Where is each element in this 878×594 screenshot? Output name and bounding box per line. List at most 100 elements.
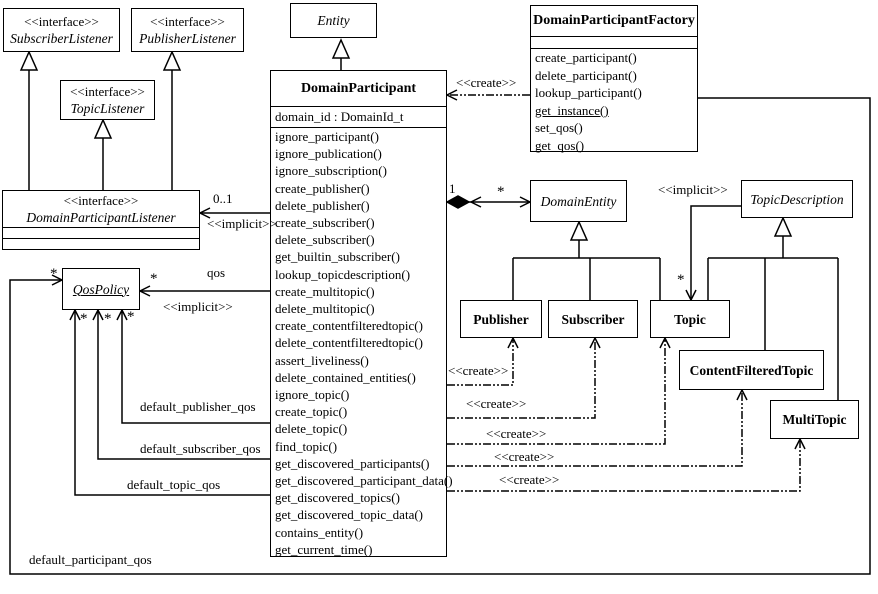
multiplicity-many-implicit-topic: * [677,272,685,288]
method-item: create_participant() [535,50,637,65]
class-name: DomainEntity [540,193,617,209]
class-name: Publisher [473,311,529,327]
association-implicit-topic [685,205,741,302]
method-item: get_discovered_participant_data() [275,473,453,489]
association-listener [198,207,270,219]
class-topic: Topic [650,300,730,338]
multiplicity-many-topic-qos: * [80,311,88,327]
create-stereotype-cft: <<create>> [494,449,555,464]
generalization-domainentity-tree [512,220,661,300]
attributes-compartment [3,227,199,238]
class-name: PublisherListener [139,30,236,46]
multiplicity-many-subscriber-qos: * [104,311,112,327]
association-qos [138,285,270,297]
association-default-topic-qos [69,308,270,496]
multiplicity-one: 1 [449,181,456,196]
class-name: QosPolicy [72,281,130,297]
method-item: delete_topic() [275,421,348,437]
method-item: create_multitopic() [275,283,375,299]
class-name: DomainParticipant [300,80,417,96]
association-default-publisher-qos [116,308,270,424]
method-item: delete_subscriber() [275,232,375,248]
role-label-default-topic-qos: default_topic_qos [127,477,221,492]
class-name: Subscriber [561,311,625,327]
class-qos-policy: QosPolicy [62,268,140,310]
method-item: ignore_participant() [275,129,379,144]
multiplicity-many-participant-qos: * [50,266,58,282]
stereotype-label: <<interface>> [63,192,139,208]
method-item: assert_liveliness() [275,352,369,368]
multiplicity-many-qos: * [150,271,158,287]
create-stereotype-factory: <<create>> [456,75,517,90]
class-domain-participant-factory: DomainParticipantFactory create_particip… [530,5,698,153]
role-label-qos: qos [207,265,226,280]
class-name: Entity [317,13,350,28]
class-name: SubscriberListener [10,30,113,46]
class-publisher: Publisher [460,300,542,338]
class-domain-participant: DomainParticipant domain_id : DomainId_t… [270,70,453,557]
class-name: TopicDescription [750,191,844,207]
method-item: create_publisher() [275,180,370,196]
method-item: ignore_subscription() [275,163,387,179]
class-name: MultiTopic [782,412,847,427]
class-name: DomainParticipantFactory [533,13,695,28]
method-item: delete_publisher() [275,197,370,213]
class-domain-participant-listener: <<interface>> DomainParticipantListener [2,190,200,250]
method-item: set_qos() [535,120,583,135]
attributes-compartment: domain_id : DomainId_t [271,106,446,127]
class-multi-topic: MultiTopic [770,400,859,439]
method-item: create_topic() [275,404,348,420]
method-item: contains_entity() [275,524,364,540]
class-name: TopicListener [70,100,145,116]
method-item: lookup_topicdescription() [275,266,411,282]
method-item: create_subscriber() [275,215,375,231]
class-content-filtered-topic: ContentFilteredTopic [679,350,824,390]
create-stereotype-publisher: <<create>> [448,363,509,378]
method-item: ignore_topic() [275,387,350,403]
method-item: delete_multitopic() [275,301,375,317]
class-name: Topic [674,311,706,327]
multiplicity-many-domainentity: * [497,184,505,200]
method-item: delete_participant() [535,67,637,83]
generalization-topicdescription-tree [707,216,839,400]
method-item: get_discovered_topic_data() [275,507,423,523]
role-label-default-publisher-qos: default_publisher_qos [140,399,256,414]
implicit-stereotype-listener: <<implicit>> [207,216,277,231]
stereotype-label: <<interface>> [24,13,99,29]
stereotype-label: <<interface>> [70,83,145,99]
generalization-entity [331,38,351,70]
generalization-topiclistener [93,118,113,190]
composition-domainentity [445,195,532,209]
method-item: create_contentfilteredtopic() [275,318,423,334]
association-default-subscriber-qos [92,308,270,460]
method-item: delete_contained_entities() [275,369,416,385]
generalization-publisherlistener [162,50,182,190]
create-arrowheads [445,89,806,450]
method-item: lookup_participant() [535,85,642,100]
create-stereotype-topic: <<create>> [486,426,547,441]
generalization-subscriberlistener [19,50,39,190]
methods-compartment [3,238,199,248]
method-item: get_builtin_subscriber() [275,249,400,265]
methods-compartment: create_participant() delete_participant()… [531,48,697,153]
multiplicity-zero-one: 0..1 [213,191,233,206]
create-dependencies [447,94,801,492]
method-item: get_current_time() [275,541,373,557]
method-item: delete_contentfilteredtopic() [275,335,423,351]
class-topic-description: TopicDescription [741,180,853,218]
create-stereotype-subscriber: <<create>> [466,396,527,411]
method-item: get_discovered_topics() [275,490,400,506]
class-name: DomainParticipantListener [26,209,176,225]
role-label-default-participant-qos: default_participant_qos [29,552,152,567]
create-stereotype-multitopic: <<create>> [499,472,560,487]
class-entity: Entity [290,3,377,38]
implicit-stereotype-topicdescription: <<implicit>> [658,182,728,197]
class-subscriber-listener: <<interface>> SubscriberListener [3,8,120,52]
methods-compartment: ignore_participant() ignore_publication()… [271,127,453,557]
class-domain-entity: DomainEntity [530,180,627,222]
multiplicity-many-publisher-qos: * [127,309,135,325]
role-label-default-subscriber-qos: default_subscriber_qos [140,441,261,456]
method-item: ignore_publication() [275,146,382,162]
implicit-stereotype-qos: <<implicit>> [163,299,233,314]
method-item: get_instance() [535,102,609,118]
